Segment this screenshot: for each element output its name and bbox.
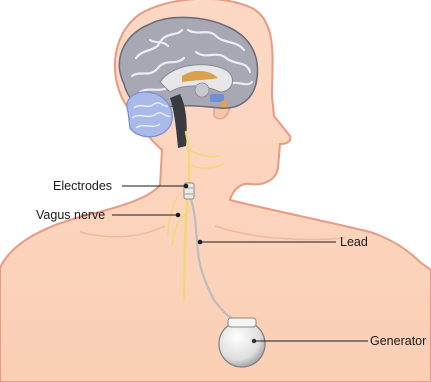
brain-blue-region xyxy=(210,94,224,102)
pituitary xyxy=(221,101,228,108)
generator-label: Generator xyxy=(370,334,426,348)
electrodes-label: Electrodes xyxy=(53,179,112,193)
vagus-nerve-label: Vagus nerve xyxy=(36,208,105,222)
lead-label: Lead xyxy=(340,235,368,249)
thalamus xyxy=(195,83,209,97)
